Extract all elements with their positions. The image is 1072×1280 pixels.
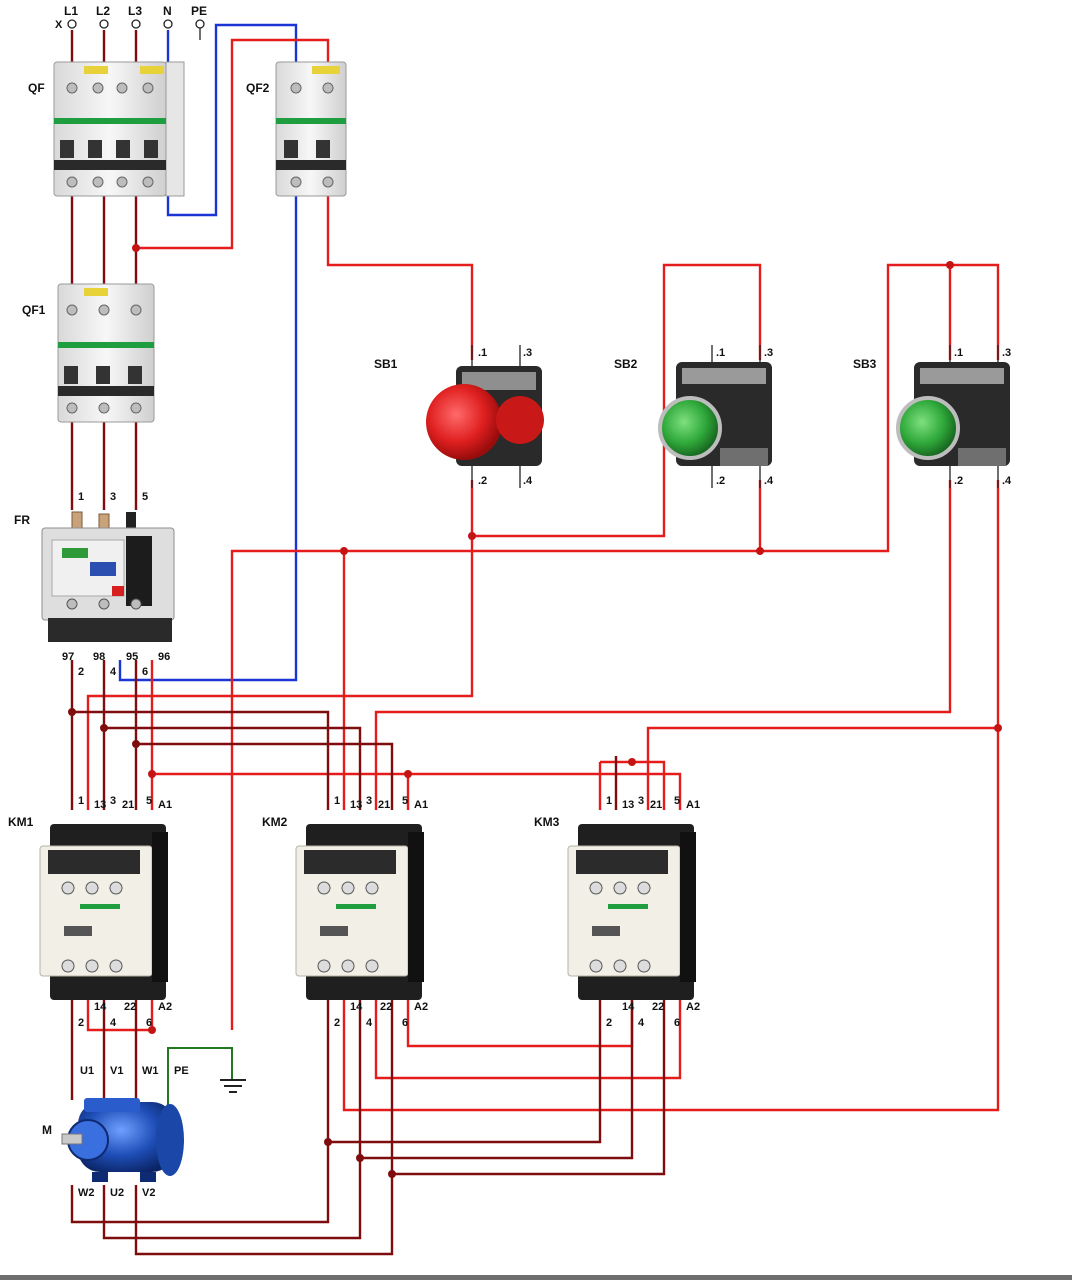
km1-pin-a1: A1 [158,799,172,811]
motor-terminal-u2: U2 [110,1187,124,1199]
km2-pin-2: 2 [334,1017,340,1029]
terminal-pe: PE [191,4,207,18]
motor-terminal-w1: W1 [142,1065,159,1077]
breaker-qf: QF [28,61,185,197]
fr-pin-95: 95 [126,651,138,663]
km3-pin-1: 1 [606,795,612,807]
km2-pin-22: 22 [380,1001,392,1013]
motor: M U1 V1 W1 PE W2 U2 V2 [42,1065,189,1199]
supply-terminals: X L1 L2 L3 N PE [55,4,207,40]
contactor-km3: KM3 1 13 3 21 5 A1 2 14 4 22 6 A2 [534,795,700,1029]
fr-pin-5: 5 [142,491,148,503]
motor-terminal-v2: V2 [142,1187,155,1199]
km2-pin-a1: A1 [414,799,428,811]
label-sb2: SB2 [614,357,638,371]
km3-pin-2: 2 [606,1017,612,1029]
km1-pin-1: 1 [78,795,84,807]
label-km1: KM1 [8,815,34,829]
fr-pin-98: 98 [93,651,105,663]
sb3-pin-2: .2 [954,475,963,487]
sb1-pin-4: .4 [523,475,533,487]
motor-terminal-w2: W2 [78,1187,95,1199]
contactor-km2: KM2 1 13 3 21 5 A1 2 14 4 22 6 A2 [262,795,428,1029]
label-qf2: QF2 [246,81,270,95]
sb1-pin-2: .2 [478,475,487,487]
terminal-n: N [163,4,172,18]
sb2-pin-4: .4 [764,475,774,487]
fr-pin-96: 96 [158,651,170,663]
km1-pin-21: 21 [122,799,134,811]
km2-pin-5: 5 [402,795,408,807]
fr-pin-97: 97 [62,651,74,663]
km3-pin-a2: A2 [686,1001,700,1013]
label-sb1: SB1 [374,357,398,371]
sb3-pin-4: .4 [1002,475,1012,487]
km1-pin-6: 6 [146,1017,152,1029]
km2-pin-1: 1 [334,795,340,807]
km3-pin-a1: A1 [686,799,700,811]
x-marker: X [55,19,63,31]
km1-pin-4: 4 [110,1017,117,1029]
km3-pin-13: 13 [622,799,634,811]
km1-pin-3: 3 [110,795,116,807]
label-qf: QF [28,81,45,95]
km2-pin-21: 21 [378,799,390,811]
bottom-border [0,1275,1072,1280]
km2-pin-a2: A2 [414,1001,428,1013]
km2-pin-6: 6 [402,1017,408,1029]
terminal-l1: L1 [64,4,78,18]
sb3-pin-1: .1 [954,347,963,359]
sb2-pin-3: .3 [764,347,773,359]
km2-pin-13: 13 [350,799,362,811]
km2-pin-3: 3 [366,795,372,807]
wires [70,23,1000,1256]
label-fr: FR [14,513,30,527]
km3-pin-6: 6 [674,1017,680,1029]
km1-pin-2: 2 [78,1017,84,1029]
motor-terminal-u1: U1 [80,1065,94,1077]
fr-pin-3: 3 [110,491,116,503]
fr-pin-4: 4 [110,666,117,678]
km1-pin-22: 22 [124,1001,136,1013]
sb1-pin-1: .1 [478,347,487,359]
km1-pin-13: 13 [94,799,106,811]
junction-dots [68,244,1002,1178]
sb2-pin-2: .2 [716,475,725,487]
terminal-l3: L3 [128,4,142,18]
sb1-pin-3: .3 [523,347,532,359]
overload-relay-fr: FR 1 3 5 97 98 95 96 2 4 6 [14,491,175,678]
km1-pin-5: 5 [146,795,152,807]
terminal-l2: L2 [96,4,110,18]
km2-pin-4: 4 [366,1017,373,1029]
fr-pin-2: 2 [78,666,84,678]
stop-button-sb1: SB1 .1 .3 .2 .4 [374,345,544,488]
km3-pin-4: 4 [638,1017,645,1029]
contactor-km1: KM1 1 13 3 21 5 A1 2 14 4 22 6 A2 [8,795,172,1029]
breaker-qf1: QF1 [22,283,155,423]
km3-pin-3: 3 [638,795,644,807]
km1-pin-14: 14 [94,1001,107,1013]
km3-pin-14: 14 [622,1001,635,1013]
label-qf1: QF1 [22,303,46,317]
fr-pin-1: 1 [78,491,84,503]
km3-pin-22: 22 [652,1001,664,1013]
km1-pin-a2: A2 [158,1001,172,1013]
sb2-pin-1: .1 [716,347,725,359]
fr-pin-6: 6 [142,666,148,678]
start-button-sb2: SB2 .1 .3 .2 .4 [614,345,774,488]
km3-pin-5: 5 [674,795,680,807]
start-button-sb3: SB3 .1 .3 .2 .4 [853,345,1012,488]
motor-terminal-pe: PE [174,1065,189,1077]
km3-pin-21: 21 [650,799,662,811]
breaker-qf2: QF2 [246,61,347,197]
km2-pin-14: 14 [350,1001,363,1013]
motor-terminal-v1: V1 [110,1065,123,1077]
label-sb3: SB3 [853,357,877,371]
sb3-pin-3: .3 [1002,347,1011,359]
label-motor: M [42,1123,52,1137]
label-km3: KM3 [534,815,560,829]
label-km2: KM2 [262,815,288,829]
